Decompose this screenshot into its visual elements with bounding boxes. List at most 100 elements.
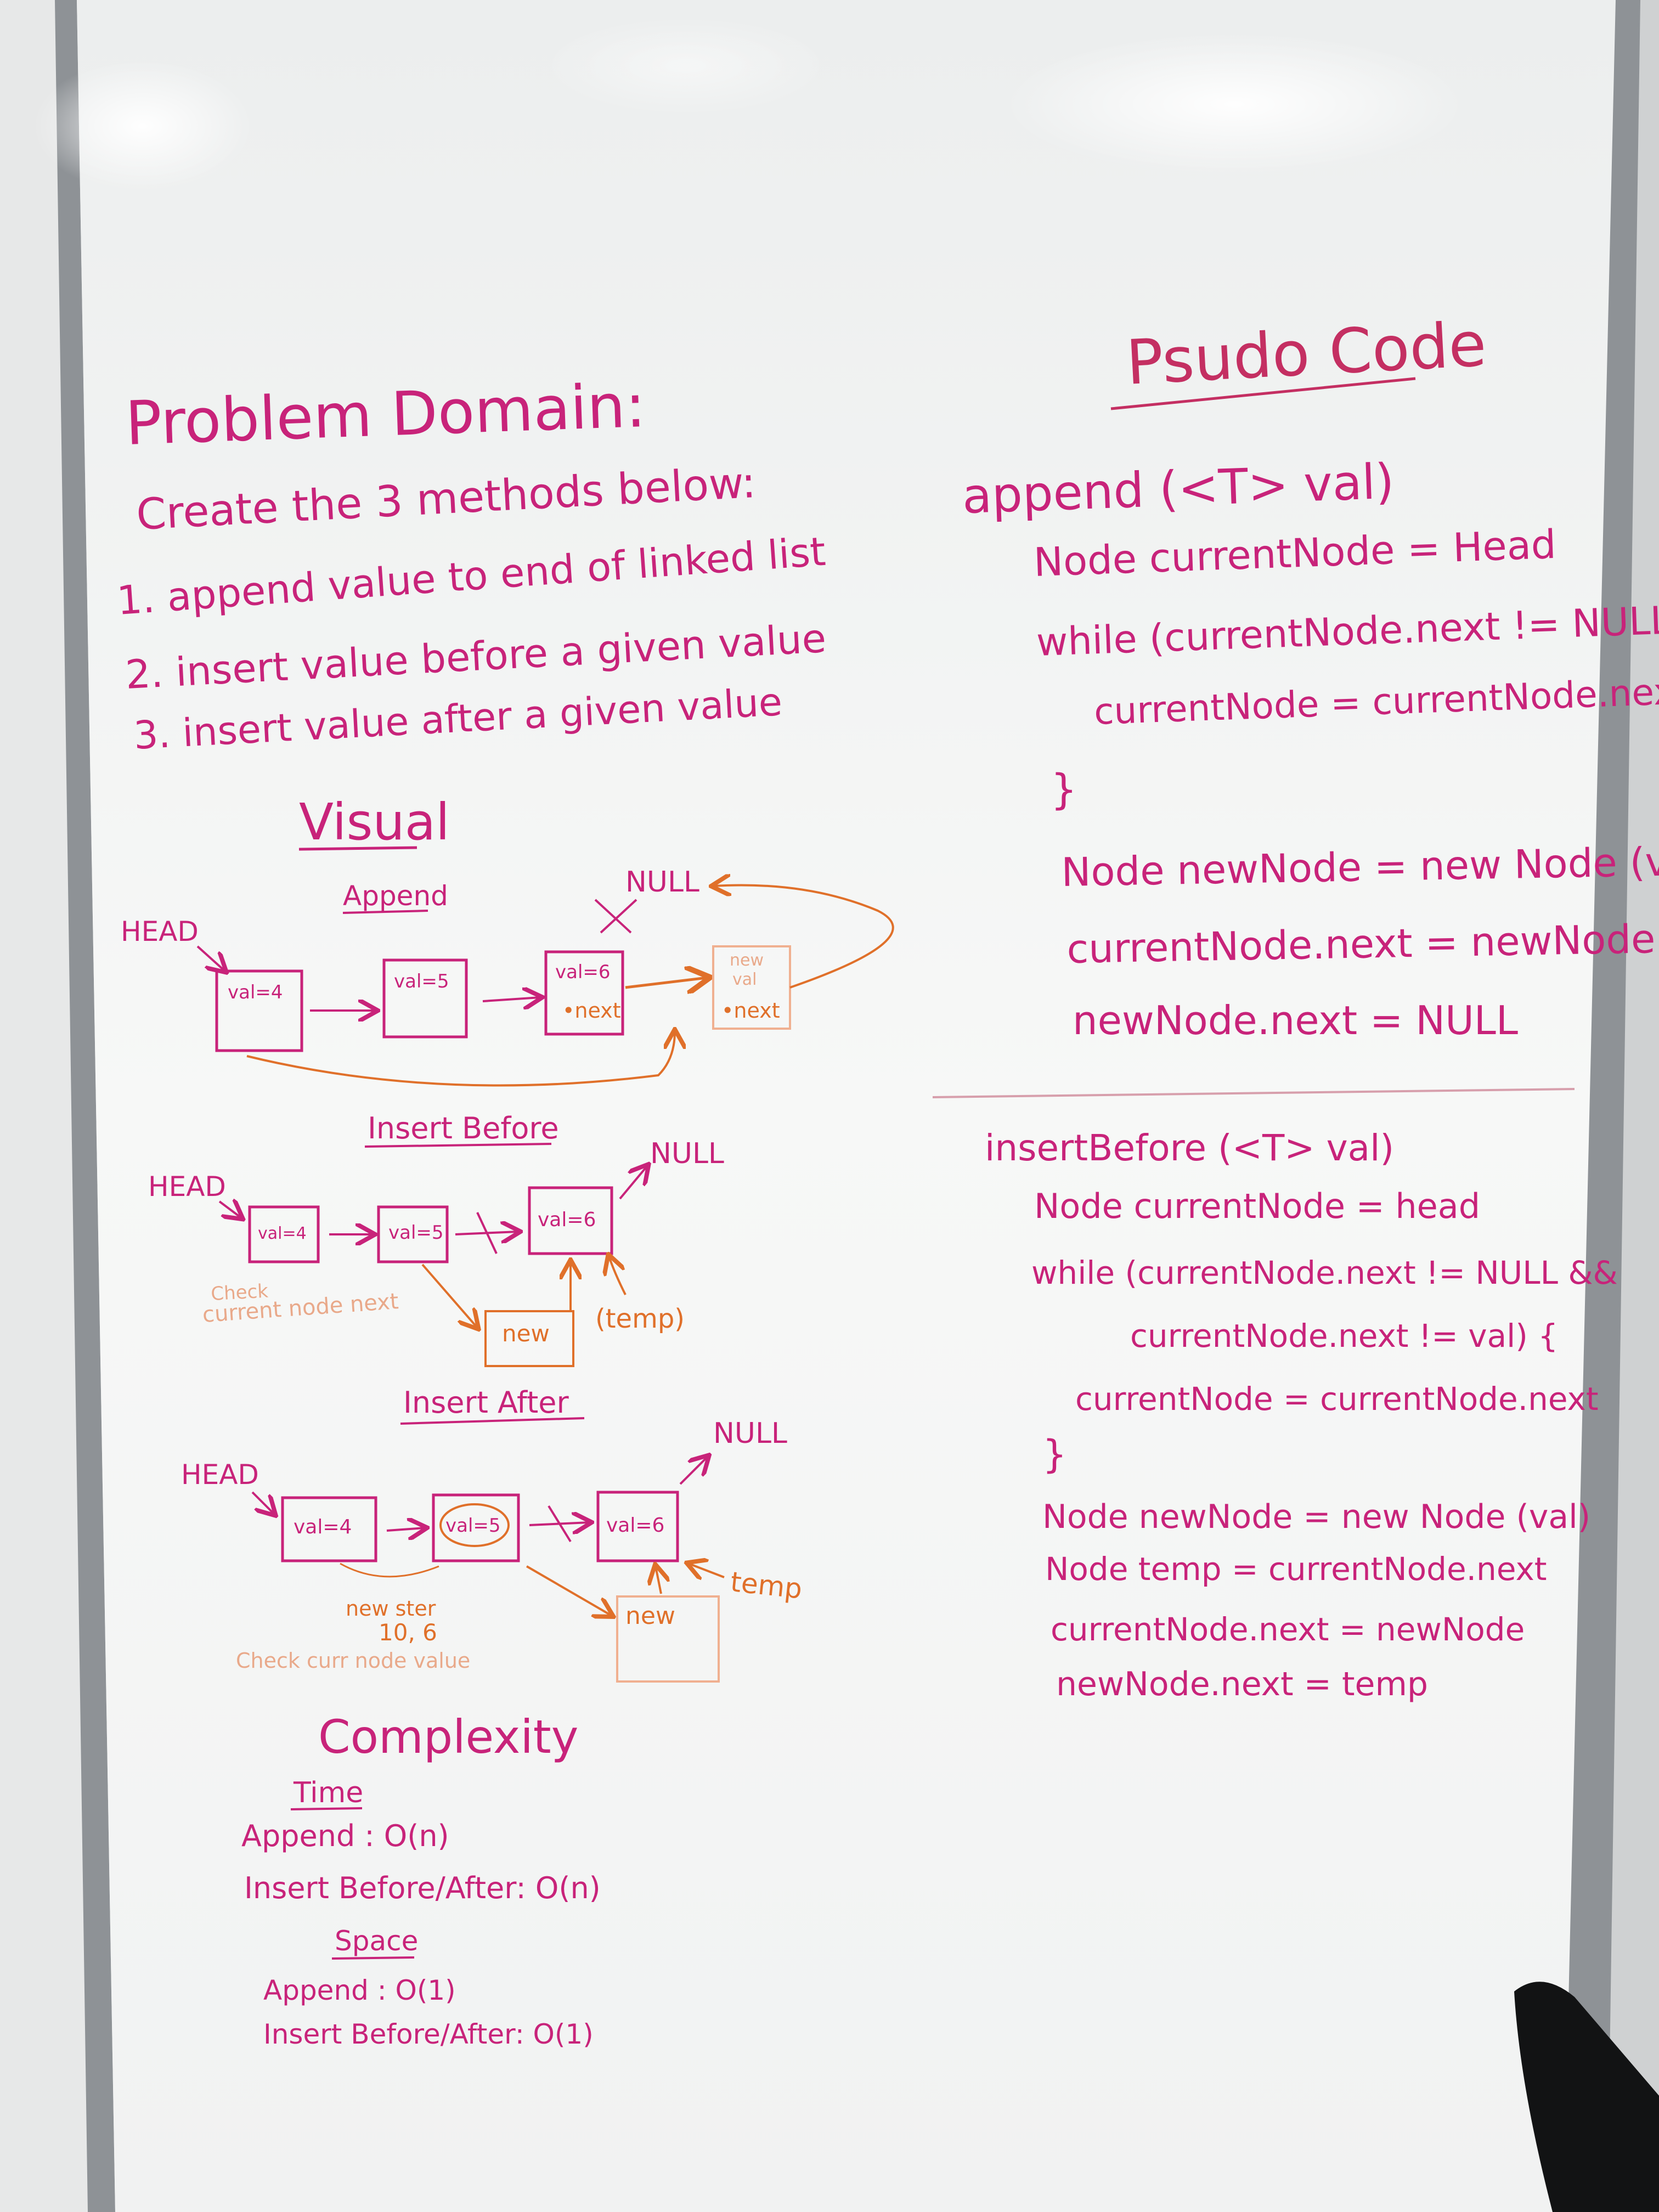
- append-pseudo: append (<T> val) Node currentNode = Head…: [961, 453, 1659, 1043]
- head-arrow: [218, 1201, 241, 1218]
- insert-before-pseudo-line-9: newNode.next = temp: [1056, 1665, 1428, 1703]
- insert-before-pseudo: insertBefore (<T> val) Node currentNode …: [985, 1127, 1618, 1703]
- left-wall: [0, 0, 104, 2212]
- insert-before-new-label: new: [502, 1320, 550, 1347]
- append-pseudo-line-6: currentNode.next = newNode: [1066, 916, 1656, 972]
- link-arrow-null: [619, 1166, 647, 1200]
- link-arrow-new-next: [656, 1566, 661, 1594]
- insert-before-new-node: [484, 1310, 574, 1367]
- visual-section: Visual Append HEAD val=4 val=5 val=6 •ne…: [121, 793, 894, 1683]
- board-surface: [77, 0, 1624, 2212]
- append-new-node-label-1: new: [730, 951, 764, 970]
- circled-value: [439, 1503, 510, 1547]
- insert-after-title: Insert After: [403, 1385, 569, 1420]
- insert-after-note-1: new ster: [346, 1596, 436, 1621]
- light-glare: [33, 60, 252, 192]
- insert-before-pseudo-line-5: }: [1042, 1432, 1067, 1477]
- insert-before-underline: [364, 1143, 552, 1148]
- insert-after-new-label: new: [625, 1602, 675, 1630]
- right-wall: [1607, 0, 1659, 2212]
- insert-after-diagram: Insert After HEAD val=4 val=5 val=6 NULL…: [181, 1385, 804, 1683]
- visual-underline: [298, 846, 417, 851]
- append-diagram: Append HEAD val=4 val=5 val=6 •next new …: [121, 866, 894, 1087]
- insert-after-note-2: 10, 6: [379, 1619, 437, 1646]
- append-node-3-label: val=6: [555, 961, 611, 983]
- temp-arrow: [609, 1256, 627, 1295]
- time-append: Append : O(n): [241, 1819, 449, 1853]
- link-arrow-null: [679, 1457, 708, 1485]
- chair-back: [1514, 1982, 1659, 2212]
- traverse-arrow: [340, 1562, 439, 1578]
- insert-before-title: Insert Before: [368, 1111, 559, 1146]
- insert-after-node-2-label: val=5: [445, 1515, 501, 1537]
- append-null-label: NULL: [625, 866, 699, 899]
- insert-after-node-1-label: val=4: [294, 1516, 352, 1538]
- append-node-1-label: val=4: [228, 981, 283, 1003]
- visual-heading: Visual: [299, 793, 450, 851]
- time-insert: Insert Before/After: O(n): [244, 1871, 601, 1905]
- insert-after-head-label: HEAD: [181, 1459, 259, 1491]
- insert-before-note-1: Check: [210, 1280, 269, 1305]
- insert-after-node-3-label: val=6: [606, 1514, 664, 1537]
- append-node-2: [382, 958, 468, 1039]
- insert-before-temp-label: (temp): [595, 1304, 685, 1334]
- insert-before-node-1-label: val=4: [258, 1224, 307, 1243]
- insert-before-pseudo-line-2: while (currentNode.next != NULL &&: [1031, 1254, 1618, 1291]
- section-divider: [932, 1088, 1575, 1098]
- insert-before-pseudo-line-0: insertBefore (<T> val): [985, 1127, 1394, 1169]
- insert-after-node-2: [432, 1493, 520, 1562]
- append-node-1: [215, 969, 303, 1052]
- space-insert: Insert Before/After: O(1): [263, 2018, 594, 2050]
- left-frame: [55, 0, 115, 2212]
- link-arrow-to-new: [526, 1565, 612, 1616]
- append-pseudo-line-5: Node newNode = new Node (val): [1061, 838, 1659, 895]
- append-underline: [342, 910, 428, 914]
- append-pseudo-line-7: newNode.next = NULL: [1073, 997, 1518, 1043]
- append-node-3-next: •next: [562, 998, 621, 1023]
- link-arrow-new: [625, 978, 708, 988]
- link-arrow-to-new: [421, 1263, 477, 1328]
- insert-after-underline: [400, 1417, 585, 1425]
- insert-after-node-1: [281, 1496, 377, 1562]
- append-pseudo-line-4: }: [1051, 765, 1077, 814]
- cross-out-mark: [594, 899, 637, 934]
- append-new-node-label-2: val: [732, 970, 757, 989]
- insert-before-node-3: [528, 1186, 613, 1255]
- space-heading: Space: [335, 1925, 418, 1957]
- insert-before-pseudo-line-8: currentNode.next = newNode: [1051, 1611, 1525, 1648]
- insert-before-pseudo-line-6: Node newNode = new Node (val): [1042, 1498, 1590, 1536]
- insert-before-node-1: [248, 1205, 320, 1263]
- space-append: Append : O(1): [263, 1974, 456, 2006]
- insert-after-new-node: [616, 1595, 720, 1683]
- append-new-node-next: •next: [721, 998, 780, 1023]
- cross-out-mark: [476, 1212, 498, 1254]
- insert-before-pseudo-line-3: currentNode.next != val) {: [1130, 1317, 1558, 1355]
- curved-arrow-null: [713, 885, 894, 989]
- complexity-heading: Complexity: [318, 1710, 578, 1764]
- insert-before-null-label: NULL: [650, 1137, 724, 1170]
- append-node-3: [544, 950, 624, 1036]
- insert-before-head-label: HEAD: [148, 1171, 226, 1203]
- link-arrow: [482, 997, 540, 1001]
- insert-after-null-label: NULL: [713, 1417, 787, 1450]
- insert-before-pseudo-line-7: Node temp = currentNode.next: [1045, 1550, 1547, 1588]
- append-node-2-label: val=5: [394, 970, 449, 992]
- space-underline: [331, 1956, 415, 1960]
- insert-before-pseudo-line-4: currentNode = currentNode.next: [1075, 1380, 1599, 1418]
- light-glare: [543, 16, 828, 115]
- insert-after-temp-label: temp: [729, 1566, 804, 1605]
- light-glare: [1004, 33, 1465, 176]
- complexity-section: Complexity Time Append : O(n) Insert Bef…: [241, 1710, 601, 2050]
- insert-after-note-3: Check curr node value: [236, 1649, 470, 1673]
- head-arrow: [196, 945, 225, 971]
- link-arrow: [386, 1528, 425, 1531]
- traverse-arrow: [246, 1031, 675, 1087]
- insert-before-node-2-label: val=5: [388, 1222, 444, 1244]
- insert-before-pseudo-line-1: Node currentNode = head: [1034, 1186, 1480, 1226]
- pseudo-code-underline: [1110, 377, 1416, 410]
- append-head-label: HEAD: [121, 916, 199, 947]
- pseudo-code-section: Psudo Code append (<T> val) Node current…: [932, 309, 1659, 1703]
- temp-arrow: [689, 1564, 725, 1577]
- time-underline: [290, 1807, 363, 1810]
- insert-after-node-3: [596, 1491, 679, 1562]
